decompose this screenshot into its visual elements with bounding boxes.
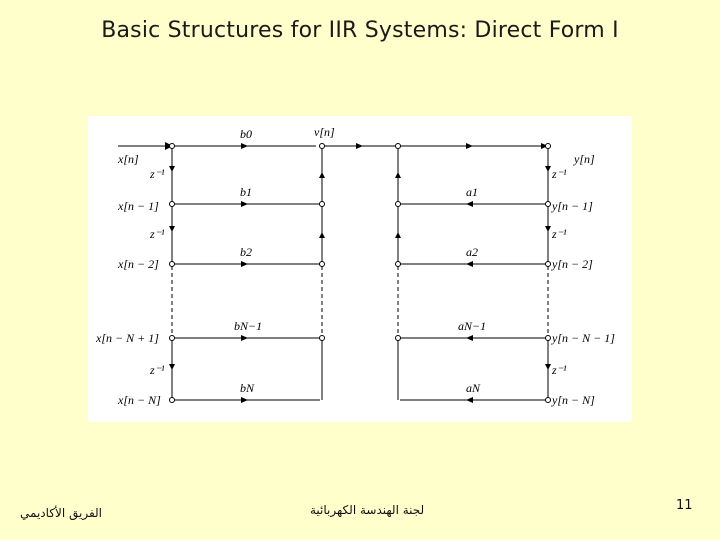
left-delay-chain: [169, 146, 175, 400]
label-yn: y[n]: [573, 152, 595, 166]
slide-title: Basic Structures for IIR Systems: Direct…: [101, 18, 619, 43]
coeff-bN1: bN−1: [234, 319, 262, 333]
label-xn2: x[n − 2]: [117, 257, 159, 271]
bn-arrow: [241, 397, 248, 403]
label-xn: x[n]: [117, 152, 139, 166]
adder-up-arrow-3: [395, 172, 401, 178]
label-ynN: y[n − N]: [551, 393, 595, 407]
node: [545, 261, 551, 267]
row-2: [172, 261, 548, 267]
label-rz-1b: z⁻¹: [551, 227, 567, 241]
node: [545, 397, 551, 403]
adder-up-arrow-4: [395, 232, 401, 238]
node: [319, 261, 325, 267]
a2-arrow: [466, 261, 473, 267]
node: [169, 143, 175, 149]
adder-up-arrow-1: [319, 172, 325, 178]
node: [545, 335, 551, 341]
label-yn1: y[n − 1]: [551, 199, 593, 213]
direct-form-i-diagram: x[n] z⁻¹ x[n − 1] z⁻¹ x[n − 2] x[n − N +…: [88, 116, 632, 422]
coeff-bN: bN: [240, 381, 255, 395]
coeff-aN1: aN−1: [458, 319, 486, 333]
footer-left-text: الفريق الأكاديمي: [20, 506, 103, 520]
delay-arrow-1: [169, 166, 175, 172]
node: [545, 201, 551, 207]
row-n: [172, 397, 548, 403]
node: [169, 397, 175, 403]
node: [169, 261, 175, 267]
coeff-labels: b0 b1 b2 bN−1 bN a1 a2 aN−1 aN v[n]: [234, 125, 486, 395]
block-diagram-svg: x[n] z⁻¹ x[n − 1] z⁻¹ x[n − 2] x[n − N +…: [95, 125, 615, 407]
coeff-aN: aN: [466, 381, 481, 395]
page-number: 11: [676, 498, 693, 513]
row-0: [118, 142, 548, 150]
node: [169, 201, 175, 207]
node: [395, 335, 401, 341]
an-arrow: [466, 397, 473, 403]
b0-arrow: [241, 143, 248, 149]
bn1-arrow: [241, 335, 248, 341]
coeff-a2: a2: [466, 245, 478, 259]
node: [395, 201, 401, 207]
node: [395, 261, 401, 267]
adder-up-arrow-2: [319, 232, 325, 238]
left-labels: x[n] z⁻¹ x[n − 1] z⁻¹ x[n − 2] x[n − N +…: [95, 152, 165, 407]
label-rz-1a: z⁻¹: [551, 167, 567, 181]
nodes: [169, 143, 551, 403]
node: [169, 335, 175, 341]
coeff-b1: b1: [240, 185, 252, 199]
footer-center-text: لجنة الهندسة الكهربائية: [310, 503, 425, 517]
label-ynN1: y[n − N − 1]: [551, 331, 615, 345]
a1-arrow: [466, 201, 473, 207]
b1-arrow: [241, 201, 248, 207]
node: [545, 143, 551, 149]
right-delay-chain: [545, 146, 551, 400]
row-1: [172, 201, 548, 207]
center-adders: [319, 146, 401, 400]
row-n-1: [172, 335, 548, 341]
row0-fb-arrow: [466, 143, 473, 149]
node: [319, 143, 325, 149]
coeff-b0: b0: [240, 127, 252, 141]
delay-arrow-2: [169, 226, 175, 232]
label-z-1a: z⁻¹: [149, 167, 165, 181]
node: [319, 201, 325, 207]
coeff-a1: a1: [466, 185, 478, 199]
node: [395, 143, 401, 149]
label-yn2: y[n − 2]: [551, 257, 593, 271]
label-rz-1c: z⁻¹: [551, 363, 567, 377]
output-arrow: [541, 143, 548, 149]
an1-arrow: [466, 335, 473, 341]
right-delay-arrow-1: [545, 166, 551, 172]
b2-arrow: [241, 261, 248, 267]
label-xnN: x[n − N]: [117, 393, 161, 407]
coeff-b2: b2: [240, 245, 252, 259]
mid-arrow: [356, 143, 363, 149]
right-delay-arrow-3: [545, 364, 551, 370]
label-z-1b: z⁻¹: [149, 227, 165, 241]
label-vn: v[n]: [314, 125, 335, 139]
label-xnN1: x[n − N + 1]: [95, 331, 159, 345]
label-z-1c: z⁻¹: [149, 363, 165, 377]
right-labels: y[n] z⁻¹ y[n − 1] z⁻¹ y[n − 2] y[n − N −…: [551, 152, 615, 407]
node: [319, 335, 325, 341]
right-delay-arrow-2: [545, 226, 551, 232]
label-xn1: x[n − 1]: [117, 199, 159, 213]
delay-arrow-3: [169, 364, 175, 370]
